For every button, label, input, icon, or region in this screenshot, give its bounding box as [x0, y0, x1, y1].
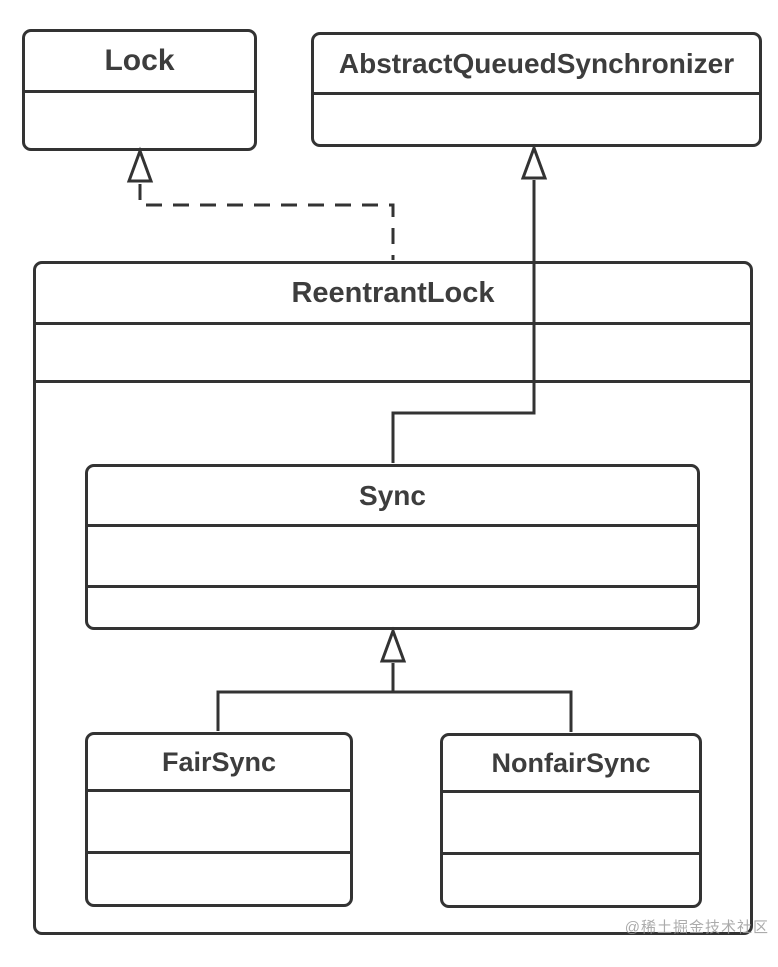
class-box-fairsync: FairSync	[85, 732, 353, 907]
watermark-text: @稀土掘金技术社区	[624, 919, 769, 936]
sync-methods-compartment	[88, 585, 697, 627]
fairsync-fields-compartment	[88, 789, 350, 851]
class-name-sync: Sync	[359, 479, 426, 511]
nonfairsync-methods-compartment	[443, 852, 699, 905]
hollow-arrowhead-at-lock	[126, 146, 154, 183]
class-box-nonfairsync: NonfairSync	[440, 733, 702, 908]
class-box-sync: Sync	[85, 464, 700, 630]
class-name-lock: Lock	[104, 44, 175, 77]
class-name-abstractqueuedsynchronizer: AbstractQueuedSynchronizer	[338, 47, 735, 79]
class-name-nonfairsync: NonfairSync	[491, 747, 651, 778]
realization-line-reentrantlock-to-lock	[138, 184, 395, 260]
fairsync-methods-compartment	[88, 851, 350, 904]
class-name-fairsync: FairSync	[161, 746, 277, 777]
sync-fields-compartment	[88, 524, 697, 585]
class-name-reentrantlock: ReentrantLock	[291, 276, 495, 309]
nonfairsync-fields-compartment	[443, 790, 699, 852]
aqs-members-compartment	[314, 92, 759, 144]
class-box-abstractqueuedsynchronizer: AbstractQueuedSynchronizer	[311, 32, 762, 147]
lock-members-compartment	[25, 90, 254, 148]
hollow-arrowhead-at-aqs	[520, 143, 548, 180]
reentrantlock-members-compartment	[36, 322, 750, 380]
class-box-lock: Lock	[22, 29, 257, 151]
